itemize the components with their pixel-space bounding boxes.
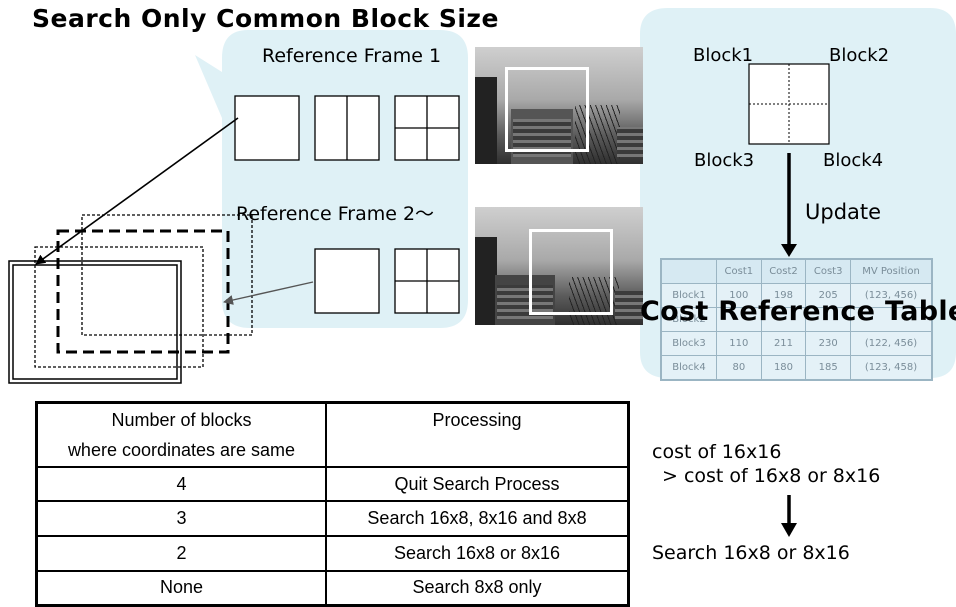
table-cell: 4 (35, 466, 327, 502)
block2-label: Block2 (829, 45, 890, 66)
reference-frame-1-image (475, 47, 643, 164)
processing-table: Number of blocks where coordinates are s… (35, 401, 630, 607)
table-cell: Search 16x8, 8x16 and 8x8 (325, 500, 630, 537)
partition-16x16 (234, 95, 300, 161)
header-col2: Processing (432, 410, 522, 430)
header-number-of-blocks: Number of blocks where coordinates are s… (35, 401, 327, 468)
table-cell: Quit Search Process (325, 466, 630, 502)
reference-frame-2-image (475, 207, 643, 325)
block4-label: Block4 (823, 150, 884, 171)
condition-line1: cost of 16x16 (652, 441, 782, 463)
table-cell: None (35, 570, 327, 606)
table-cell: 185 (805, 355, 851, 381)
table-cell: 211 (760, 331, 807, 356)
cost-reference-table-label: Cost Reference Table (640, 296, 956, 327)
block3-label: Block3 (694, 150, 755, 171)
table-cell (850, 307, 933, 332)
table-cell: 80 (716, 355, 762, 381)
table-row: Block3 110 211 230 (122, 456) (660, 331, 933, 356)
table-cell: Block1 (660, 283, 717, 308)
table-row: Block2 (660, 307, 933, 332)
reference-frame-2-label: Reference Frame 2～ (236, 203, 435, 225)
cost-table-header: Cost3 (805, 258, 851, 284)
table-cell: Block2 (660, 307, 717, 332)
table-cell (716, 307, 762, 332)
partition-16x16-frame2 (314, 248, 380, 314)
table-cell: (122, 456) (850, 331, 933, 356)
update-label: Update (805, 200, 882, 224)
table-cell: 110 (716, 331, 762, 356)
table-row: 2 Search 16x8 or 8x16 (35, 535, 630, 572)
dotted-frame-b (81, 214, 253, 336)
table-cell: 100 (716, 283, 762, 308)
block1-label: Block1 (693, 45, 754, 66)
table-cell: (123, 458) (850, 355, 933, 381)
header-processing: Processing (325, 401, 630, 468)
current-frame (8, 260, 182, 384)
cost-table-header: MV Position (850, 258, 933, 284)
processing-table-header-row: Number of blocks where coordinates are s… (35, 401, 630, 468)
header-col1-line2: where coordinates are same (67, 440, 296, 460)
table-row: 4 Quit Search Process (35, 466, 630, 502)
dotted-frame-a (34, 246, 204, 368)
table-cell: Block4 (660, 355, 717, 381)
table-row: None Search 8x8 only (35, 570, 630, 606)
arrow-block-to-frame (35, 117, 239, 265)
cost-reference-table: Cost1 Cost2 Cost3 MV Position Block1 100… (660, 258, 933, 381)
dashed-frame-bold (56, 229, 230, 354)
table-cell: Search 8x8 only (325, 570, 630, 606)
table-row: Block1 100 198 205 (123, 456) (660, 283, 933, 308)
table-cell: Search 16x8 or 8x16 (325, 535, 630, 572)
condition-result: Search 16x8 or 8x16 (652, 542, 850, 564)
condition-line2: > cost of 16x8 or 8x16 (662, 465, 881, 487)
cost-table-header: Cost2 (760, 258, 807, 284)
cost-table-header (660, 258, 717, 284)
table-cell: 230 (805, 331, 851, 356)
reference-frame-1-label: Reference Frame 1 (262, 45, 442, 67)
table-cell: 180 (760, 355, 807, 381)
table-row: 3 Search 16x8, 8x16 and 8x8 (35, 500, 630, 537)
cost-table-header-row: Cost1 Cost2 Cost3 MV Position (660, 258, 933, 284)
table-cell: 205 (805, 283, 851, 308)
arrow-frame2-block (223, 281, 314, 305)
table-row: Block4 80 180 185 (123, 458) (660, 355, 933, 381)
table-cell: 3 (35, 500, 327, 537)
cost-table-header: Cost1 (716, 258, 762, 284)
table-cell: Block3 (660, 331, 717, 356)
header-col1-line1: Number of blocks (111, 410, 252, 430)
page-title: Search Only Common Block Size (32, 4, 499, 33)
table-cell: 2 (35, 535, 327, 572)
